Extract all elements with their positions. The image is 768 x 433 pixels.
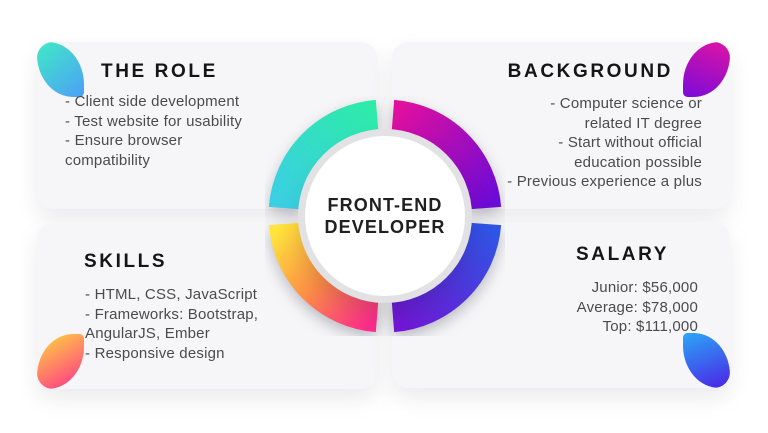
card-text-background: - Computer science or related IT degree - … bbox=[507, 94, 702, 192]
center-circle: FRONT-END DEVELOPER bbox=[305, 136, 465, 296]
text-line: - Responsive design bbox=[85, 344, 225, 362]
text-line: - Test website for usability bbox=[65, 112, 243, 130]
center-title-line2: DEVELOPER bbox=[324, 217, 446, 237]
card-title-background: BACKGROUND bbox=[507, 61, 673, 82]
text-line: compatibility bbox=[65, 151, 151, 169]
text-line: related IT degree bbox=[584, 114, 702, 132]
text-line: - Start without official bbox=[558, 134, 702, 151]
text-line: - Ensure browser bbox=[65, 132, 183, 149]
corner-leaf-icon bbox=[37, 42, 84, 97]
text-line: AngularJS, Ember bbox=[85, 325, 210, 342]
text-line: Top: $111,000 bbox=[602, 318, 698, 335]
center-title-line1: FRONT-END bbox=[327, 194, 443, 215]
card-title-salary: SALARY bbox=[575, 244, 669, 265]
corner-leaf-icon bbox=[37, 334, 84, 389]
corner-leaf-icon bbox=[683, 42, 730, 97]
card-title-skills: SKILLS bbox=[84, 251, 168, 272]
text-line: Junior: $56,000 bbox=[591, 279, 698, 296]
text-line: - Computer science or bbox=[550, 95, 702, 112]
text-line: - Client side development bbox=[65, 93, 240, 110]
text-line: - Frameworks: Bootstrap, bbox=[85, 305, 259, 323]
text-line: education possible bbox=[574, 153, 702, 171]
corner-leaf-icon bbox=[683, 333, 730, 388]
text-line: - Previous experience a plus bbox=[507, 173, 702, 190]
text-line: - HTML, CSS, JavaScript bbox=[85, 286, 258, 303]
card-text-skills: - HTML, CSS, JavaScript - Frameworks: Boo… bbox=[85, 285, 258, 363]
card-title-the-role: THE ROLE bbox=[101, 61, 218, 82]
text-line: Average: $78,000 bbox=[576, 298, 698, 316]
card-text-the-role: - Client side development - Test website … bbox=[65, 92, 242, 170]
